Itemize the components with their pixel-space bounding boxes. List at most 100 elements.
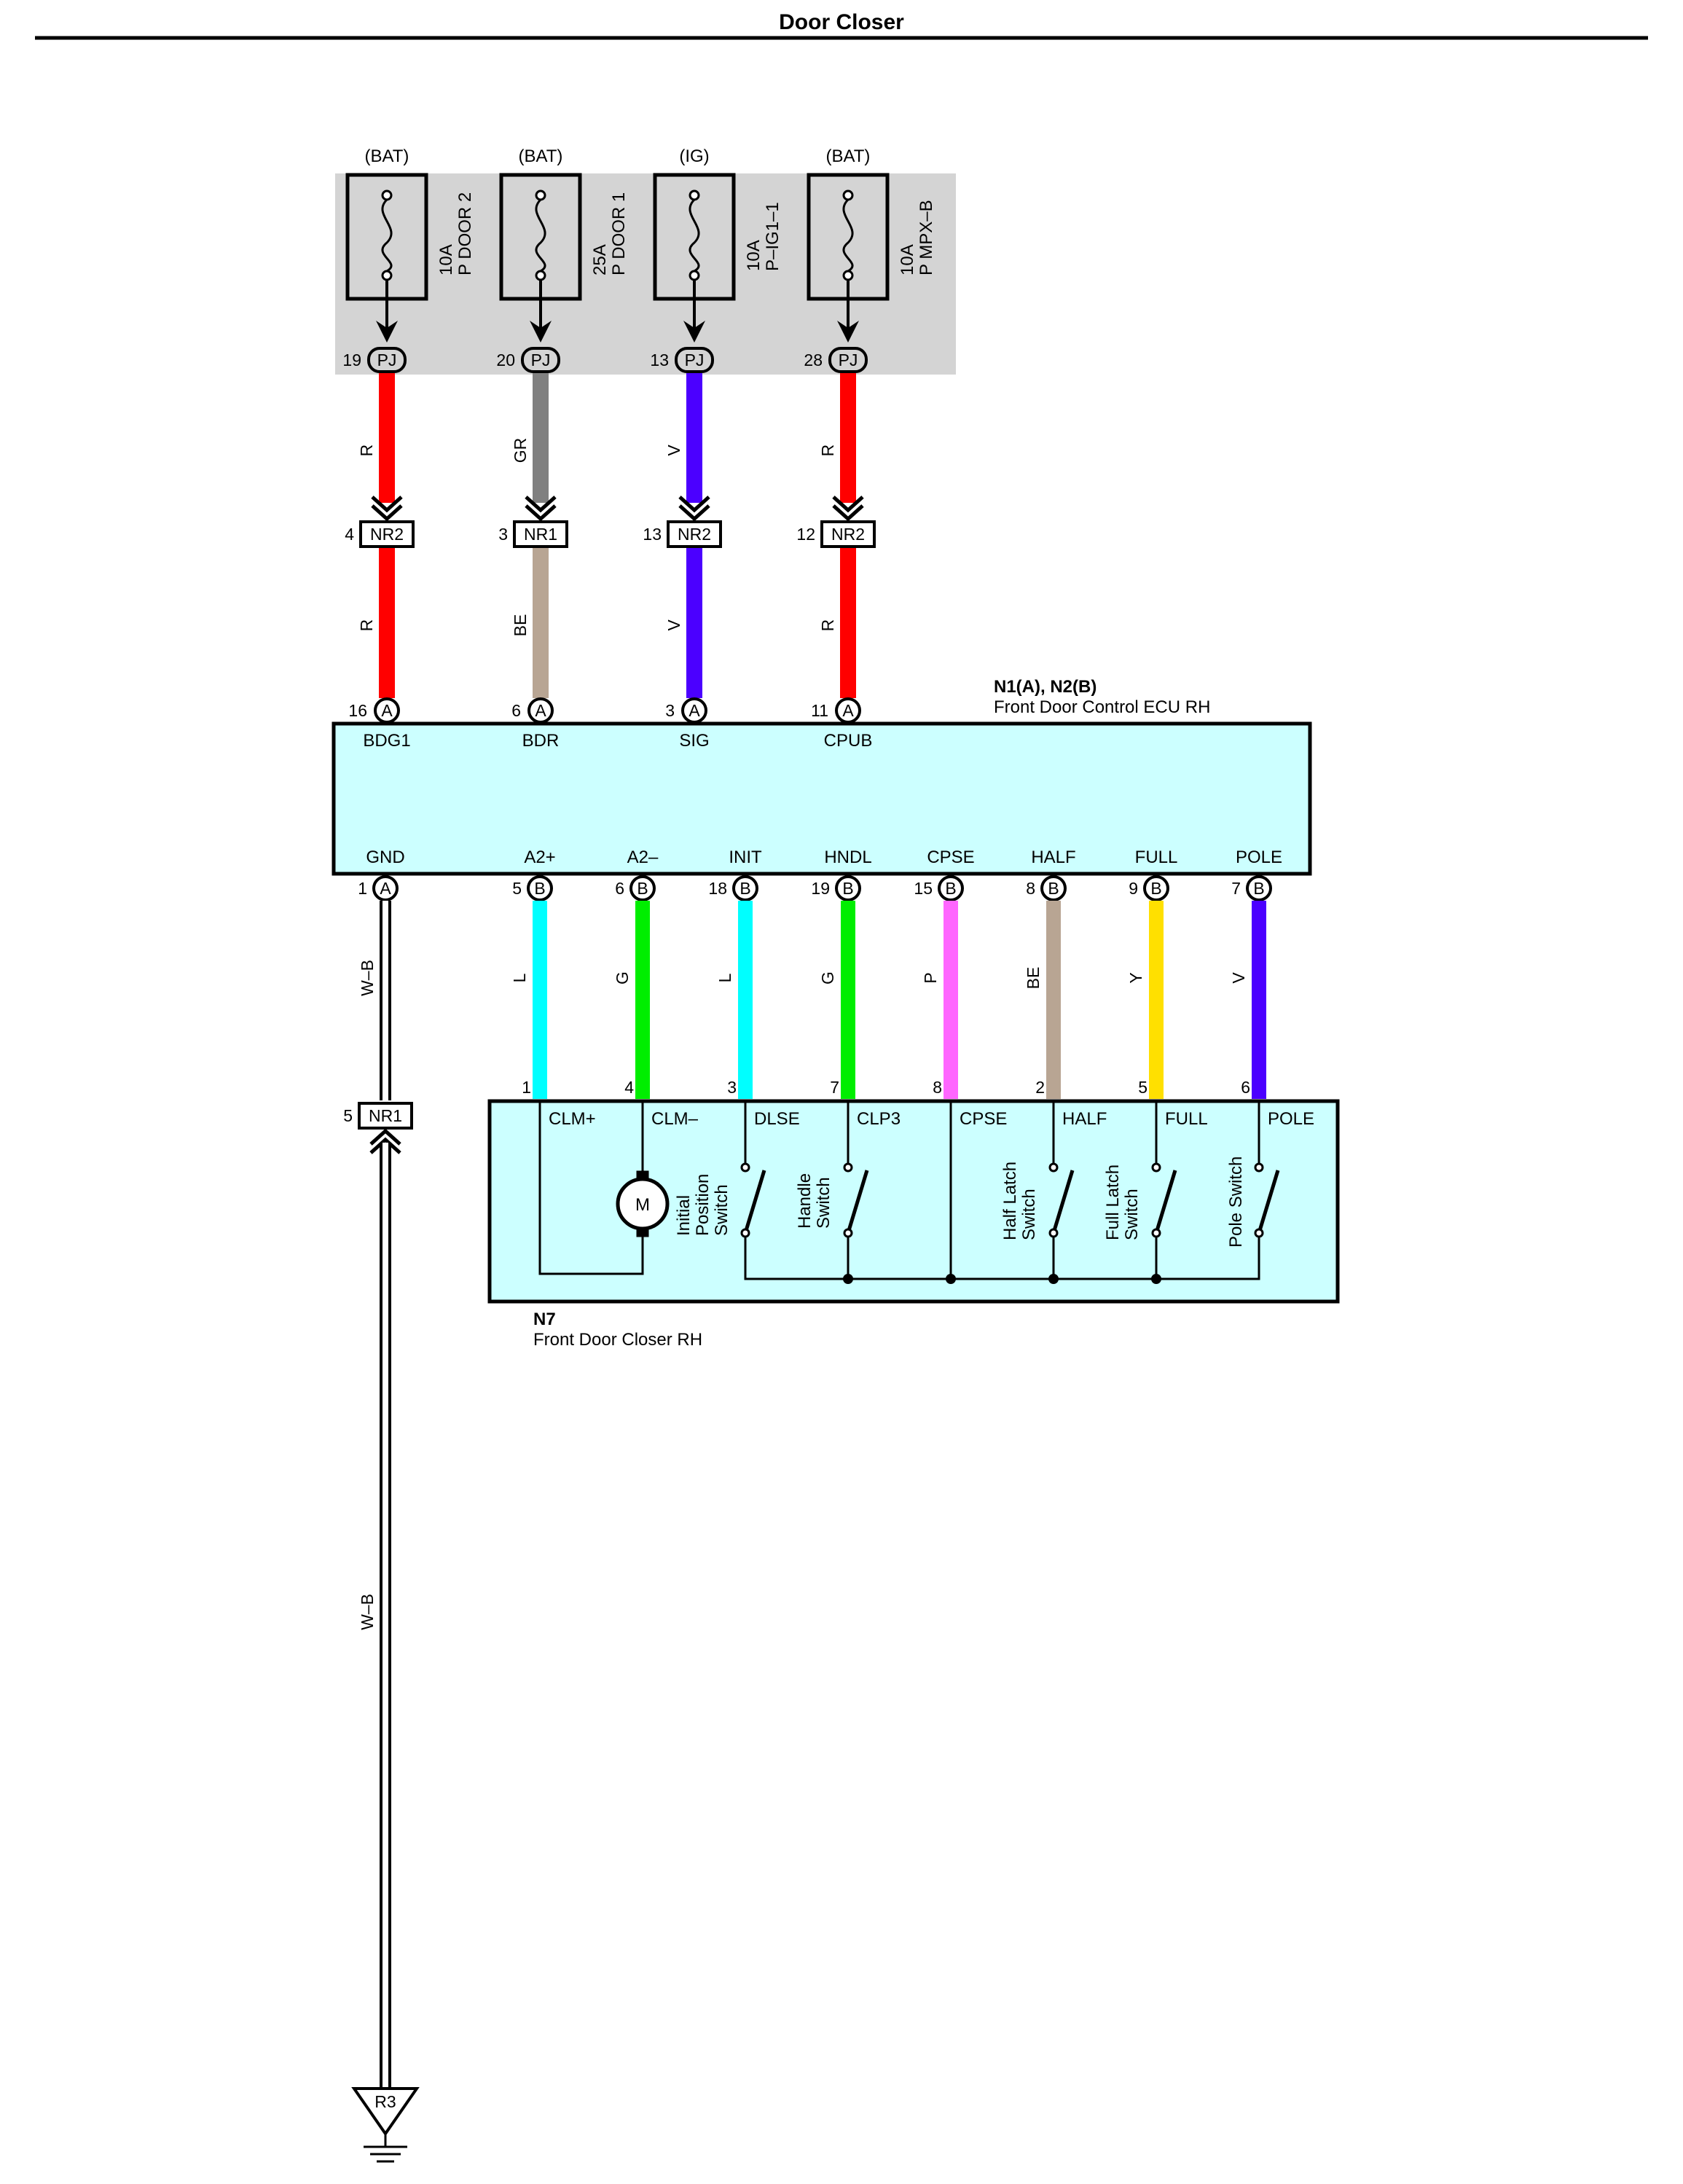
pj-connector <box>367 347 407 373</box>
switch-contact-icon <box>1048 1228 1059 1238</box>
switch-label: Switch <box>712 1184 731 1236</box>
ecu-pin-number: 6 <box>511 701 521 720</box>
switch-label: Half Latch <box>1000 1162 1020 1240</box>
pj-pin-number: 20 <box>496 351 515 369</box>
motor-circuit <box>538 1101 649 1275</box>
switch-label: Initial <box>674 1195 694 1236</box>
ecu-terminal-label: HALF <box>1031 848 1075 867</box>
wire-color-code: L <box>510 973 529 982</box>
wire-color-code: W–B <box>358 960 377 996</box>
ecu-pin-marker <box>1040 875 1067 901</box>
closer-terminal-label: CLM+ <box>549 1109 596 1129</box>
fuse-name: P DOOR 2 <box>455 192 475 275</box>
ecu-connector-letter: A <box>535 701 546 720</box>
ground-point-icon <box>351 2087 420 2137</box>
junction-block-shading <box>335 173 956 375</box>
closer-pin-number: 4 <box>624 1078 634 1097</box>
ecu-connector-letter: B <box>534 879 545 898</box>
lower-wire-8: B 7 V 6 <box>1229 875 1272 1099</box>
junction-connector <box>820 520 876 548</box>
ecu-terminal-label: GND <box>366 848 404 867</box>
upper-wire-1: PJ 19 R NR2 4 R A 16 <box>342 347 415 724</box>
ecu-terminal-label: POLE <box>1236 848 1282 867</box>
ecu-terminal-label: A2– <box>627 848 659 867</box>
fuse-icon <box>688 198 700 273</box>
ecu-pin-number: 11 <box>811 701 828 720</box>
junction-pin-number: 3 <box>498 525 508 544</box>
fuse-rating: 10A <box>436 244 456 275</box>
junction-pin-number: 12 <box>796 525 815 544</box>
switch-blade-icon <box>1154 1170 1177 1234</box>
switch-blade-icon <box>1051 1170 1075 1234</box>
switch-label: Handle <box>795 1173 815 1229</box>
ecu-pin-marker <box>732 875 758 901</box>
ecu-name: Front Door Control ECU RH <box>994 697 1210 717</box>
junction-connector <box>359 520 415 548</box>
arrow-down-icon <box>683 321 705 343</box>
fuse-source-label: (BAT) <box>519 146 563 166</box>
ecu-connector-letter: A <box>381 701 393 720</box>
ecu-pin-number: 8 <box>1026 879 1035 898</box>
closer-pin-number: 5 <box>1138 1078 1148 1097</box>
ground-wire: A 1 W–B NR1 5 W–B R3 <box>343 875 420 2163</box>
fuse-terminal <box>842 270 854 281</box>
ecu-terminal-label: SIG <box>679 731 709 751</box>
pj-connector <box>521 347 560 373</box>
pj-connector-label: PJ <box>377 351 397 369</box>
fuse-name: P DOOR 1 <box>609 192 629 275</box>
pj-pin-number: 28 <box>804 351 823 369</box>
switch-contact-icon <box>843 1162 853 1173</box>
ecu-pin-number: 5 <box>512 879 522 898</box>
fuse-icon <box>381 198 393 273</box>
arrow-down-icon <box>376 321 398 343</box>
switch-contact-icon <box>1254 1228 1264 1238</box>
wire-color-code: R <box>357 445 376 457</box>
ecu-terminal-label: CPSE <box>927 848 974 867</box>
switch-label: Switch <box>814 1177 833 1229</box>
motor-label: M <box>635 1195 650 1215</box>
ecu-id: N1(A), N2(B) <box>994 677 1096 697</box>
fuse-source-label: (BAT) <box>826 146 871 166</box>
ecu-terminal-label: A2+ <box>524 848 555 867</box>
ecu-pin-marker <box>629 875 656 901</box>
wire-color-code: G <box>613 971 632 985</box>
pj-connector <box>828 347 868 373</box>
junction-connector-label: NR2 <box>370 525 404 544</box>
ecu-connector-letter: A <box>842 701 854 720</box>
ecu-connector-letter: A <box>380 879 391 898</box>
ground-point-label: R3 <box>374 2092 396 2111</box>
fuse-name: P–IG1–1 <box>763 202 782 271</box>
pj-connector <box>675 347 714 373</box>
connector-chevron-icon <box>371 496 403 522</box>
pj-connector-label: PJ <box>685 351 705 369</box>
lower-wire-1: B 5 L 1 <box>510 875 553 1099</box>
ecu-pin-number: 6 <box>615 879 624 898</box>
fuse-column-3: (IG) 10A P–IG1–1 <box>653 146 782 343</box>
closer-terminal-label: CPSE <box>960 1109 1007 1129</box>
fuse-source-label: (IG) <box>679 146 709 166</box>
ecu-pin-marker <box>835 875 861 901</box>
ecu-connector-letter: B <box>637 879 648 898</box>
switch-label: Pole Switch <box>1226 1156 1246 1248</box>
ecu-connector-letter: B <box>842 879 853 898</box>
pj-pin-number: 19 <box>342 351 361 369</box>
switch-label: Full Latch <box>1103 1165 1123 1240</box>
common-bus <box>744 1236 1260 1280</box>
motor-icon <box>616 1177 670 1231</box>
fuse-terminal <box>688 189 700 201</box>
closer-terminal-label: POLE <box>1268 1109 1314 1129</box>
junction-connector <box>358 1102 413 1130</box>
switch-blade-icon <box>846 1170 869 1234</box>
fuse-terminal <box>381 270 393 281</box>
junction-connector-label: NR1 <box>369 1106 402 1125</box>
wire-color-code: R <box>818 619 837 632</box>
wire-color-code: L <box>715 973 734 982</box>
closer-terminal-label: HALF <box>1062 1109 1107 1129</box>
ecu-connector-letter: A <box>688 701 700 720</box>
fuse-terminal <box>381 189 393 201</box>
ecu-pin-marker <box>1246 875 1272 901</box>
ecu-connector-letter: B <box>1253 879 1264 898</box>
junction-pin-number: 13 <box>643 525 662 544</box>
lower-wire-5: B 15 P 8 <box>914 875 964 1099</box>
ecu-pin-number: 7 <box>1231 879 1241 898</box>
